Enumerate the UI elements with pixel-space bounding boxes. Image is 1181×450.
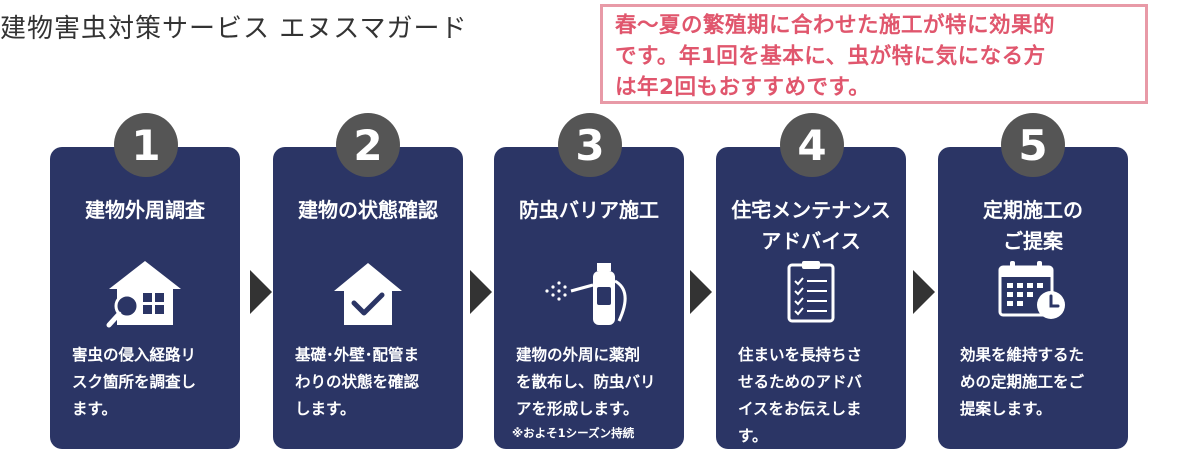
- step-title: 防虫バリア施工: [494, 195, 684, 226]
- step-description: 建物の外周に薬剤 を散布し、防虫バリ アを形成します。: [516, 342, 674, 423]
- house-check-icon: [334, 263, 402, 325]
- step-desc-line: わりの状態を確認: [295, 373, 420, 391]
- note-line: は年2回もおすすめです。: [615, 75, 871, 100]
- chevron-right-icon: [470, 270, 492, 314]
- step-desc-line: スク箇所を調査し: [72, 373, 197, 391]
- chevron-right-icon: [250, 270, 272, 314]
- step-desc-line: せるためのアドバ: [738, 373, 863, 391]
- step-description: 住まいを長持ちさ せるためのアドバ イスをお伝えしま す。: [738, 342, 896, 450]
- step-desc-line: します。: [295, 400, 356, 418]
- house-inspection-icon: [106, 261, 181, 328]
- step-title: 住宅メンテナンス アドバイス: [716, 195, 906, 257]
- step-desc-line: す。: [738, 427, 768, 445]
- step-desc-line: めの定期施工をご: [960, 373, 1085, 391]
- note-box: 春〜夏の繁殖期に合わせた施工が特に効果的 です。年1回を基本に、虫が特に気になる…: [600, 4, 1148, 104]
- step-description: 基礎･外壁･配管ま わりの状態を確認 します。: [295, 342, 453, 423]
- step-title-line: ご提案: [1003, 229, 1063, 253]
- step-desc-line: 効果を維持するた: [960, 346, 1085, 364]
- step-title-line: 住宅メンテナンス: [731, 198, 891, 222]
- step-desc-line: 建物の外周に薬剤: [516, 346, 641, 364]
- step-number-badge: 1: [114, 113, 178, 177]
- chevron-right-icon: [690, 270, 712, 314]
- step-description: 害虫の侵入経路リ スク箇所を調査し ます。: [72, 342, 230, 423]
- step-card-1: 建物外周調査 害虫の侵入経路リ スク箇所を調査し ます。: [50, 147, 240, 449]
- spray-bottle-icon: [545, 263, 627, 325]
- step-card-4: 住宅メンテナンス アドバイス 住まいを長持ちさ せるためのアドバ イスをお伝えし…: [716, 147, 906, 449]
- step-title-line: アドバイス: [761, 229, 861, 253]
- step-desc-line: 住まいを長持ちさ: [738, 346, 863, 364]
- note-line: 春〜夏の繁殖期に合わせた施工が特に効果的: [615, 13, 1056, 38]
- step-title: 建物の状態確認: [273, 195, 463, 226]
- step-card-5: 定期施工の ご提案 効果を維持するた めの定期施工をご 提案します。: [938, 147, 1128, 449]
- step-number-badge: 3: [558, 113, 622, 177]
- step-card-2: 建物の状態確認 基礎･外壁･配管ま わりの状態を確認 します。: [273, 147, 463, 449]
- step-title: 建物外周調査: [50, 195, 240, 226]
- step-desc-line: 害虫の侵入経路リ: [72, 346, 197, 364]
- step-footnote: ※およそ1シーズン持続: [512, 426, 635, 440]
- step-number-badge: 4: [780, 113, 844, 177]
- step-desc-line: を散布し、防虫バリ: [516, 373, 656, 391]
- step-title: 定期施工の ご提案: [938, 195, 1128, 257]
- step-description: 効果を維持するた めの定期施工をご 提案します。: [960, 342, 1118, 423]
- step-desc-line: イスをお伝えしま: [738, 400, 862, 418]
- note-line: です。年1回を基本に、虫が特に気になる方: [615, 44, 1046, 69]
- step-desc-line: ます。: [72, 400, 117, 418]
- step-title-line: 建物の状態確認: [298, 198, 438, 222]
- calendar-clock-icon: [998, 261, 1065, 319]
- step-desc-line: アを形成します。: [516, 400, 639, 418]
- page-title: 建物害虫対策サービス エヌスマガード: [0, 14, 468, 44]
- step-desc-line: 基礎･外壁･配管ま: [295, 346, 420, 364]
- step-title-line: 防虫バリア施工: [519, 198, 659, 222]
- clipboard-checklist-icon: [787, 261, 835, 323]
- step-number-badge: 2: [336, 113, 400, 177]
- step-title-line: 建物外周調査: [85, 198, 205, 222]
- step-desc-line: 提案します。: [960, 400, 1052, 418]
- chevron-right-icon: [913, 270, 935, 314]
- step-title-line: 定期施工の: [983, 198, 1083, 222]
- step-number-badge: 5: [1001, 113, 1065, 177]
- step-card-3: 防虫バリア施工 建物の外周に薬剤 を散布し、防虫バリ アを形成します。 ※およそ…: [494, 147, 684, 449]
